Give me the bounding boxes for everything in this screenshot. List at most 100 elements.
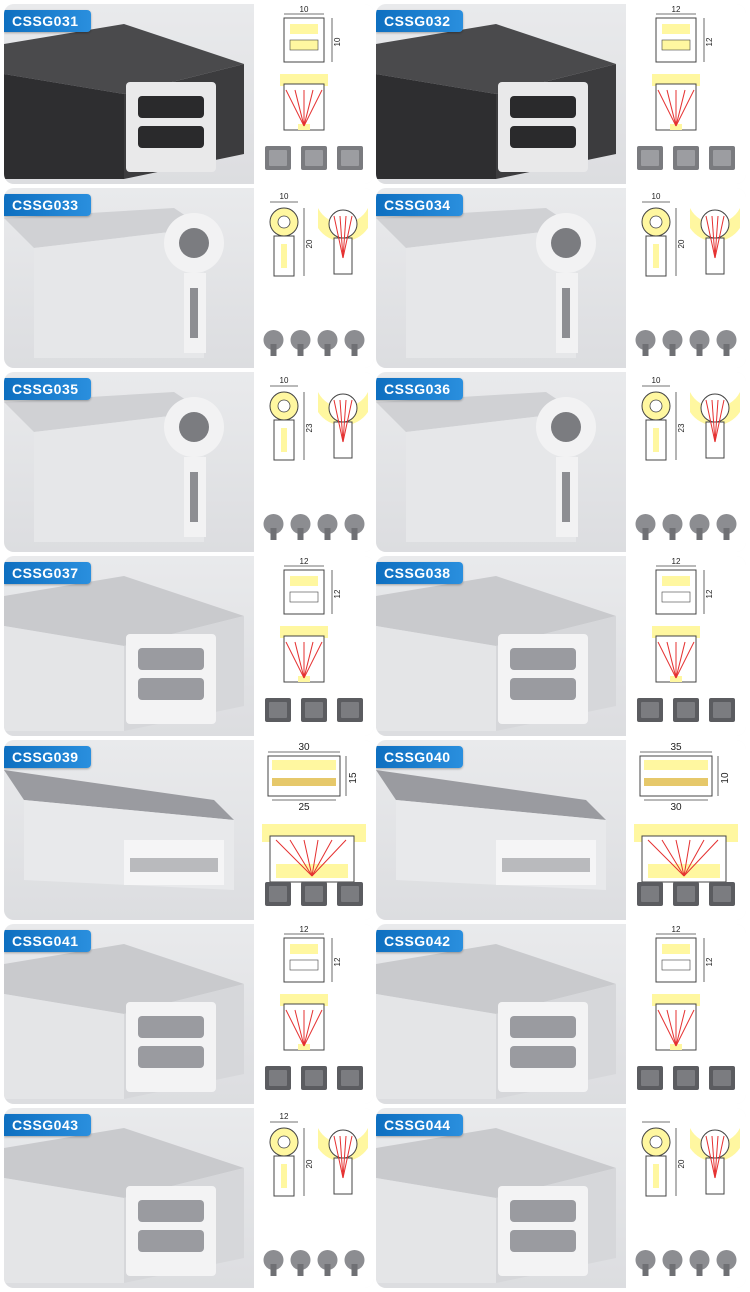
dimension-label: 12 [672,5,681,14]
dimension-label: 10 [280,192,289,201]
product-photo [376,4,626,184]
end-cap-icon [709,698,735,722]
product-code-label: CSSG044 [376,1114,463,1136]
dimension-label: 12 [672,925,681,934]
profile-render-image [4,24,244,179]
product-code-label: CSSG036 [376,378,463,400]
end-cap-icon [689,330,710,356]
product-photo [376,924,626,1104]
end-cap-icon [344,330,365,356]
profile-render-image [376,24,616,179]
product-card[interactable]: CSSG044 20 [376,1108,746,1288]
cross-section-diagram: 10 23 [263,376,368,540]
end-cap-icon [265,146,291,170]
end-cap-icon [673,146,699,170]
end-cap-icon [689,1250,710,1276]
dimension-label: 10 [280,376,289,385]
product-card[interactable]: CSSG033 10 20 [4,188,374,368]
technical-drawing: 10 23 [254,372,374,552]
profile-render-image [376,576,616,731]
dimension-label: 23 [305,423,314,432]
product-code-label: CSSG033 [4,194,91,216]
product-photo [376,740,626,920]
product-code-label: CSSG042 [376,930,463,952]
cross-section-diagram: 12 12 [637,5,735,170]
end-cap-icon [263,330,284,356]
dimension-label: 15 [348,772,359,784]
end-cap-icon [662,514,683,540]
profile-render-image [376,208,596,358]
dimension-label: 35 [670,742,682,753]
end-cap-icon [637,698,663,722]
product-code-label: CSSG041 [4,930,91,952]
cross-section-diagram: 10 20 [263,192,368,356]
product-card[interactable]: CSSG032 12 12 [376,4,746,184]
end-cap-icon [337,698,363,722]
technical-drawing: 10 20 [254,188,374,368]
product-code-label: CSSG032 [376,10,463,32]
end-cap-icon [317,330,338,356]
end-cap-icon [301,882,327,906]
dimension-label: 12 [705,37,714,46]
product-code-label: CSSG037 [4,562,91,584]
product-photo [376,1108,626,1288]
cross-section-diagram: 12 12 [265,557,363,722]
dimension-label: 12 [300,557,309,566]
dimension-label: 20 [677,1159,686,1168]
dimension-label: 10 [652,192,661,201]
product-code-label: CSSG031 [4,10,91,32]
end-cap-icon [716,1250,737,1276]
technical-drawing: 12 12 [254,556,374,736]
dimension-label: 12 [333,589,342,598]
product-code-label: CSSG039 [4,746,91,768]
end-cap-icon [689,514,710,540]
end-cap-icon [265,882,291,906]
dimension-label: 20 [677,239,686,248]
end-cap-icon [301,146,327,170]
profile-render-image [376,770,606,890]
dimension-label: 12 [300,925,309,934]
end-cap-icon [709,146,735,170]
end-cap-icon [344,1250,365,1276]
profile-render-image [4,1128,244,1283]
product-photo [376,188,626,368]
end-cap-icon [265,1066,291,1090]
end-cap-icon [637,1066,663,1090]
dimension-label: 20 [305,239,314,248]
profile-render-image [4,392,224,542]
technical-drawing: 12 12 [626,4,746,184]
end-cap-icon [716,514,737,540]
end-cap-icon [265,698,291,722]
end-cap-icon [301,1066,327,1090]
technical-drawing: 10 20 [626,188,746,368]
end-cap-icon [662,330,683,356]
dimension-label: 10 [300,5,309,14]
product-photo [4,924,254,1104]
end-cap-icon [716,330,737,356]
end-cap-icon [337,882,363,906]
cross-section-diagram: 10 20 [635,192,740,356]
profile-render-image [376,1128,616,1283]
profile-render-image [376,944,616,1099]
product-card[interactable]: CSSG037 12 12 [4,556,374,736]
